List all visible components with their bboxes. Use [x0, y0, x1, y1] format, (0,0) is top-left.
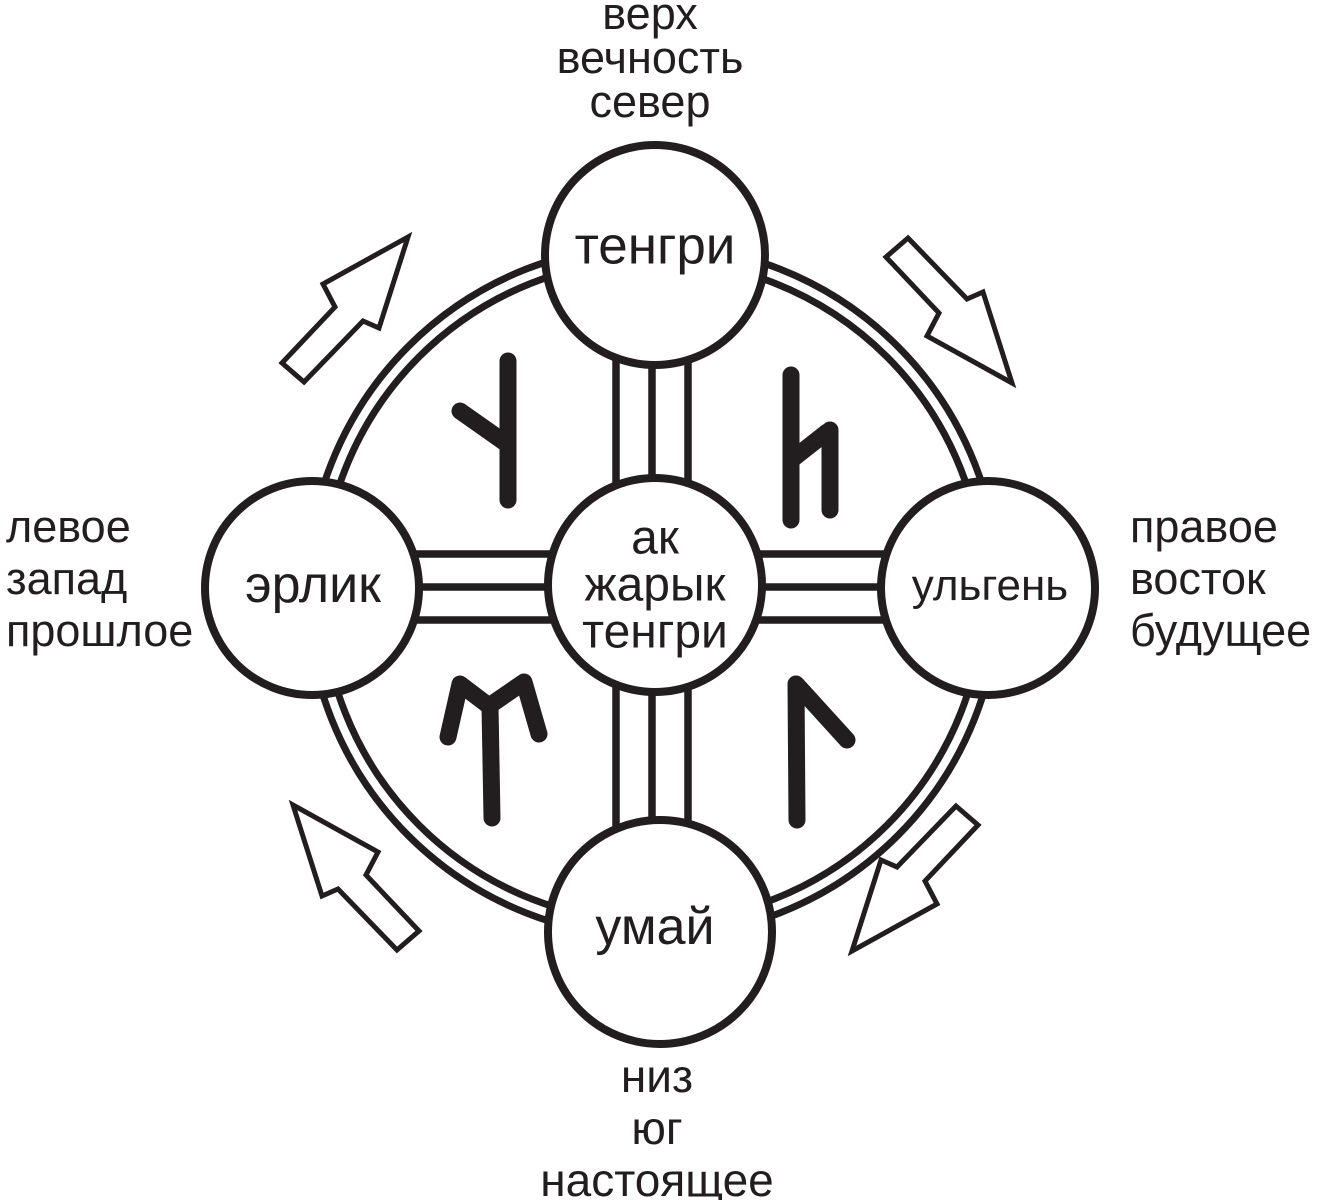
node-top-label: тенгри [574, 216, 736, 276]
label-top-line-2: вечность [556, 32, 744, 83]
rotation-arrow-northeast-icon [882, 234, 1017, 389]
label-right-line-3: будущее [1130, 605, 1312, 656]
node-bottom-label: умай [595, 898, 715, 956]
node-right-circle [877, 477, 1099, 699]
rotation-arrow-southwest-icon [288, 799, 423, 954]
label-bottom-direction: низ юг настоящее [540, 1050, 774, 1200]
label-left-line-1: левое [6, 501, 131, 552]
label-right-line-2: восток [1130, 553, 1266, 604]
label-right-direction: правое восток будущее [1130, 501, 1311, 657]
node-center-line-1: ак [631, 511, 679, 565]
rotation-arrow-southeast-icon [847, 802, 982, 957]
label-right-line-1: правое [1130, 501, 1278, 552]
label-left-line-2: запад [6, 553, 128, 604]
label-top-direction: верх вечность север [557, 0, 744, 124]
label-left-line-3: прошлое [6, 605, 194, 656]
label-left-direction: левое запад прошлое [6, 501, 193, 657]
node-center-circle [544, 474, 766, 696]
node-bottom-circle [544, 816, 776, 1048]
turkic-rune-northwest-icon [451, 352, 517, 509]
label-top-line-3: север [589, 76, 711, 127]
node-right-label: ульгень [911, 561, 1069, 610]
turkic-rune-southwest-icon [439, 673, 548, 827]
turkic-rune-southeast-icon [787, 675, 856, 829]
label-bottom-line-1: низ [620, 1050, 694, 1102]
label-top-line-1: верх [602, 0, 698, 39]
node-top-circle [541, 141, 769, 369]
turkic-rune-northeast-icon [782, 366, 839, 529]
label-bottom-line-3: настоящее [540, 1154, 774, 1200]
node-center-line-3: тенгри [582, 605, 728, 659]
label-bottom-line-2: юг [631, 1102, 683, 1154]
node-center-label: ак жарык тенгри [582, 511, 728, 659]
node-left-circle [201, 477, 423, 699]
rotation-arrow-northwest-icon [278, 231, 413, 386]
node-left-label: эрлик [245, 556, 381, 614]
node-center-line-2: жарык [584, 558, 726, 612]
